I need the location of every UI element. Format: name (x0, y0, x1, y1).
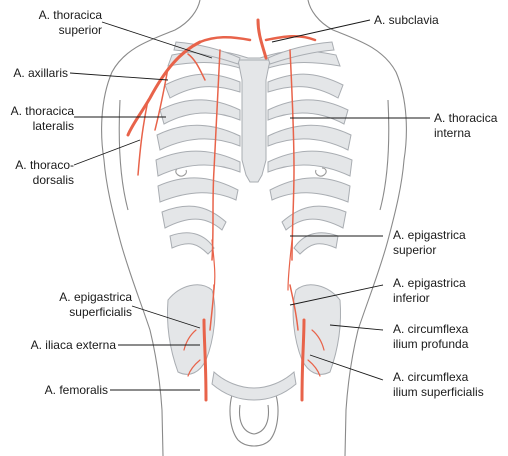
arteries (126, 18, 325, 402)
label-circumflexa-ilium-superficialis: A. circumflexa ilium superficialis (393, 370, 484, 399)
label-epigastrica-inferior: A. epigastrica inferior (393, 276, 466, 305)
label-axillaris: A. axillaris (13, 66, 68, 80)
rib-cage (155, 41, 353, 255)
label-epigastrica-superior: A. epigastrica superior (393, 228, 466, 257)
pelvis (167, 284, 341, 401)
label-thoracodorsalis: A. thoraco- dorsalis (15, 158, 74, 187)
label-subclavia: A. subclavia (374, 13, 439, 27)
label-iliaca-externa: A. iliaca externa (30, 338, 116, 352)
label-epigastrica-superficialis: A. epigastrica superficialis (59, 290, 132, 319)
label-femoralis: A. femoralis (44, 383, 108, 397)
label-circumflexa-ilium-profunda: A. circumflexa ilium profunda (393, 322, 469, 351)
label-thoracica-interna: A. thoracica interna (434, 111, 498, 140)
leader-lines (69, 19, 430, 391)
label-thoracica-lateralis: A. thoracica lateralis (10, 104, 74, 133)
body-outline (101, 0, 407, 456)
label-thoracica-superior: A. thoracica superior (38, 8, 102, 37)
